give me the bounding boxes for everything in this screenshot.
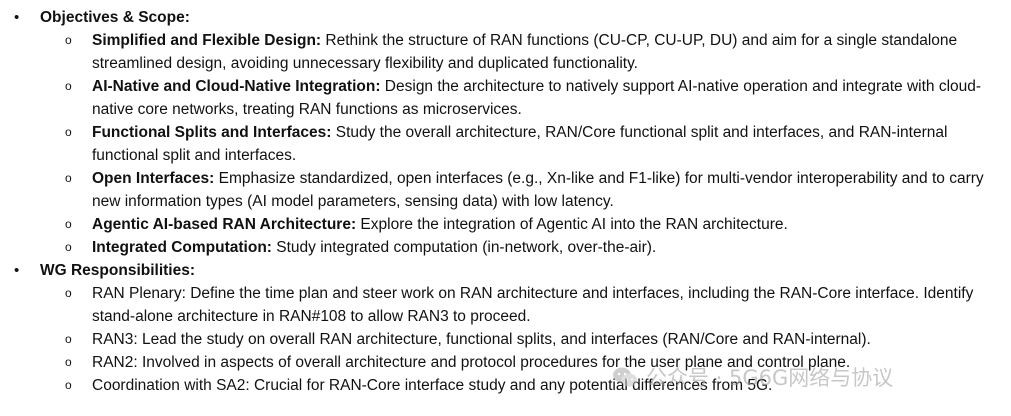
item-text: Design the architecture to natively supp… bbox=[92, 78, 982, 118]
item-title: Simplified and Flexible Design: bbox=[92, 32, 322, 49]
list-item: o Simplified and Flexible Design: Rethink… bbox=[40, 29, 1011, 75]
sub-bullet: o bbox=[65, 355, 72, 369]
bullet: • bbox=[14, 9, 20, 26]
sub-bullet: o bbox=[65, 332, 72, 346]
section-list: • Objectives & Scope: o Simplified and Fl… bbox=[0, 6, 1011, 397]
sub-bullet: o bbox=[65, 378, 72, 392]
responsibilities-list: o RAN Plenary: Define the time plan and s… bbox=[40, 282, 1011, 397]
item-title: AI-Native and Cloud-Native Integration: bbox=[92, 78, 381, 95]
list-item: o RAN2: Involved in aspects of overall ar… bbox=[40, 351, 1011, 374]
list-item: o RAN Plenary: Define the time plan and s… bbox=[40, 282, 1011, 328]
item-text: Study integrated computation (in-network… bbox=[271, 239, 657, 256]
list-item: o Agentic AI-based RAN Architecture: Expl… bbox=[40, 213, 1011, 236]
list-item: o Integrated Computation: Study integrate… bbox=[40, 236, 1011, 259]
item-text: Emphasize standardized, open interfaces … bbox=[92, 170, 984, 210]
list-item: o AI-Native and Cloud-Native Integration:… bbox=[40, 75, 1011, 121]
list-item: o Coordination with SA2: Crucial for RAN-… bbox=[40, 374, 1011, 397]
sub-bullet: o bbox=[65, 240, 72, 254]
item-title: Functional Splits and Interfaces: bbox=[92, 124, 332, 141]
sub-bullet: o bbox=[65, 171, 72, 185]
item-text: RAN2: Involved in aspects of overall arc… bbox=[92, 354, 851, 371]
sub-bullet: o bbox=[65, 217, 72, 231]
sub-bullet: o bbox=[65, 33, 72, 47]
section-title: Objectives & Scope: bbox=[40, 9, 190, 26]
document-body: • Objectives & Scope: o Simplified and Fl… bbox=[0, 6, 1011, 397]
item-text: Rethink the structure of RAN functions (… bbox=[92, 32, 958, 72]
objectives-list: o Simplified and Flexible Design: Rethink… bbox=[40, 29, 1011, 259]
item-text: RAN Plenary: Define the time plan and st… bbox=[92, 285, 974, 325]
item-title: Integrated Computation: bbox=[92, 239, 272, 256]
item-title: Agentic AI-based RAN Architecture: bbox=[92, 216, 357, 233]
list-item: o Functional Splits and Interfaces: Study… bbox=[40, 121, 1011, 167]
section-wg-responsibilities: • WG Responsibilities: o RAN Plenary: Def… bbox=[0, 259, 1011, 397]
list-item: o Open Interfaces: Emphasize standardized… bbox=[40, 167, 1011, 213]
sub-bullet: o bbox=[65, 286, 72, 300]
section-objectives: • Objectives & Scope: o Simplified and Fl… bbox=[0, 6, 1011, 259]
item-text: RAN3: Lead the study on overall RAN arch… bbox=[92, 331, 871, 348]
item-text: Explore the integration of Agentic AI in… bbox=[356, 216, 788, 233]
sub-bullet: o bbox=[65, 79, 72, 93]
item-title: Open Interfaces: bbox=[92, 170, 215, 187]
list-item: o RAN3: Lead the study on overall RAN arc… bbox=[40, 328, 1011, 351]
item-text: Coordination with SA2: Crucial for RAN-C… bbox=[92, 377, 773, 394]
item-text: Study the overall architecture, RAN/Core… bbox=[92, 124, 948, 164]
section-title: WG Responsibilities: bbox=[40, 262, 196, 279]
sub-bullet: o bbox=[65, 125, 72, 139]
bullet: • bbox=[14, 262, 20, 279]
